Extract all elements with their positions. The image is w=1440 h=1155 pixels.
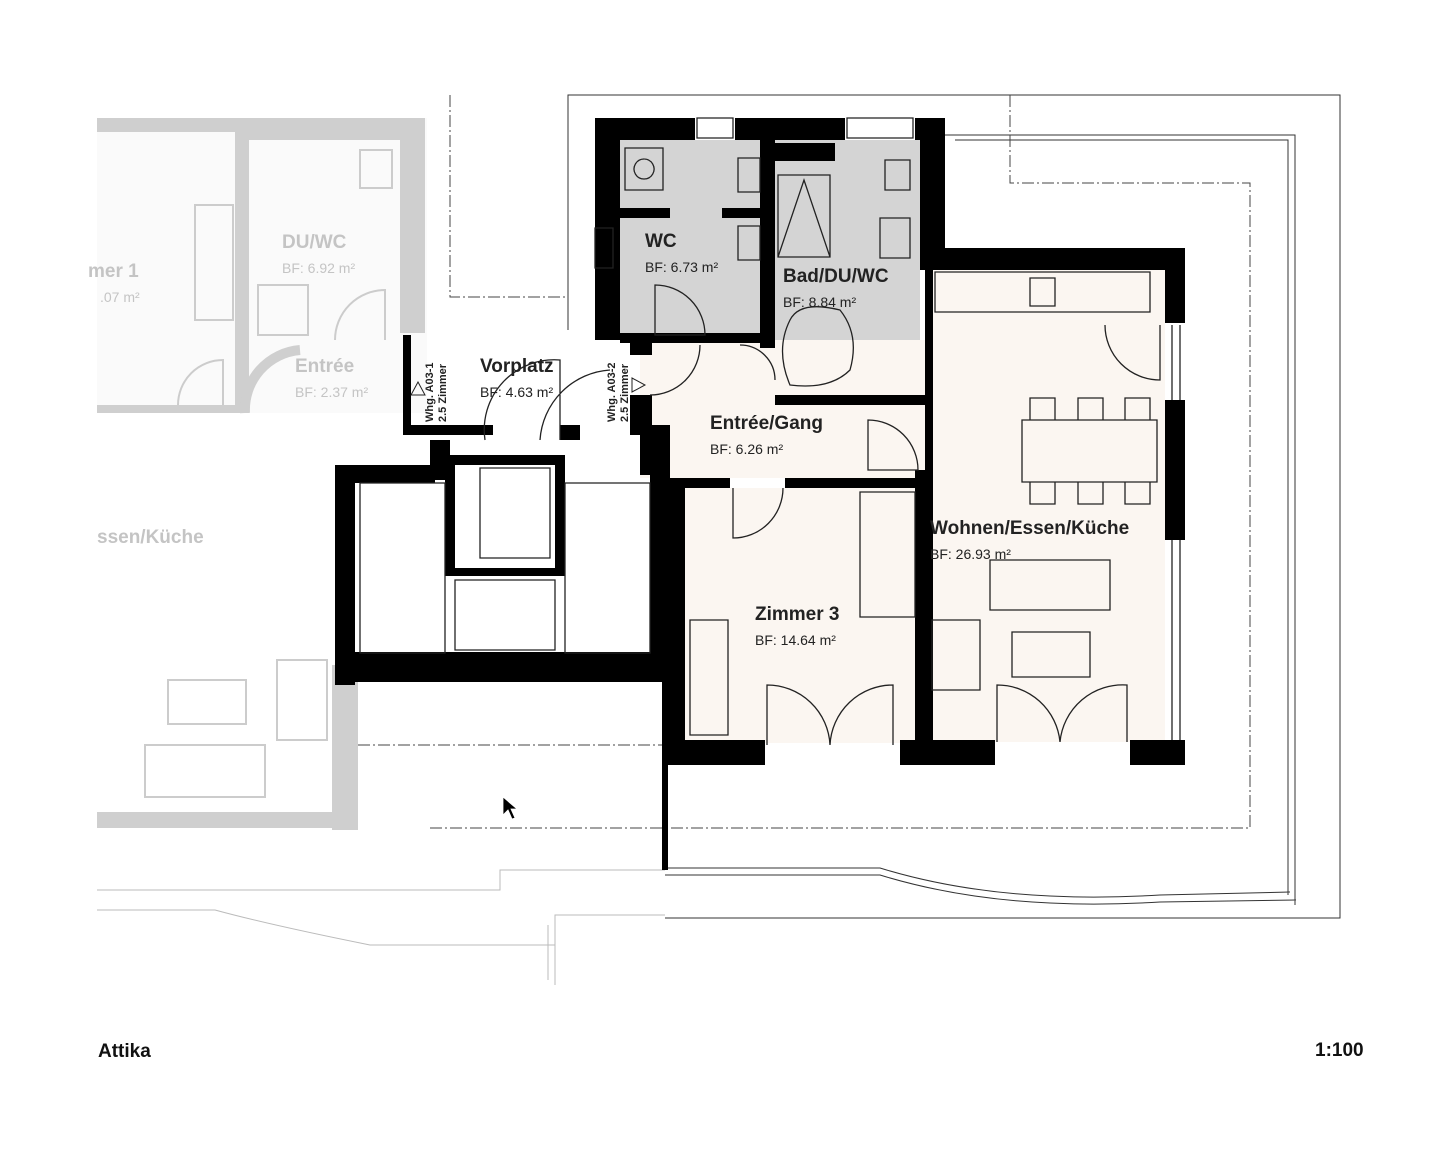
room-name: Bad/DU/WC (783, 266, 889, 287)
room-name: Vorplatz (480, 356, 554, 377)
room-name: Entrée/Gang (710, 413, 823, 434)
fixtures (359, 117, 1181, 746)
terrace-outline (567, 94, 1341, 919)
walls (335, 118, 1185, 870)
zimmer3-fill (685, 488, 920, 743)
floor-name: Attika (98, 1041, 151, 1062)
room-area: BF: 6.26 m² (710, 441, 783, 457)
living-fill (930, 270, 1165, 742)
neighbor-unit (97, 118, 427, 830)
scale-label: 1:100 (1315, 1040, 1364, 1061)
neighbor-room-name: Entrée (295, 356, 354, 377)
room-area: BF: 4.63 m² (480, 384, 553, 400)
neighbor-room-area: BF: 2.37 m² (295, 384, 368, 400)
unit-marker-size: 2.5 Zimmer (437, 363, 449, 422)
dashed-boundary (358, 95, 1251, 829)
neighbor-room-area: BF: 6.92 m² (282, 260, 355, 276)
neighbor-room-area: .07 m² (100, 289, 140, 305)
room-name: Wohnen/Essen/Küche (930, 518, 1129, 539)
room-area: BF: 8.84 m² (783, 294, 856, 310)
unit-marker-size: 2.5 Zimmer (619, 363, 631, 422)
room-name: WC (645, 231, 677, 252)
room-labels: WC BF: 6.73 m² Bad/DU/WC BF: 8.84 m² Vorplat… (88, 231, 1129, 648)
room-area: BF: 14.64 m² (755, 632, 836, 648)
unit-marker: Whg. A03-2 (606, 363, 618, 423)
entree-fill (640, 340, 925, 478)
entry-arrow-icon (410, 377, 647, 396)
mouse-cursor-icon (502, 796, 519, 820)
room-area: BF: 26.93 m² (930, 546, 1011, 562)
unit-marker: Whg. A03-1 (424, 363, 436, 423)
neighbor-terrace-outline (97, 869, 665, 985)
wc-fill (620, 140, 760, 335)
neighbor-room-name: ssen/Küche (97, 527, 204, 548)
neighbor-room-name: DU/WC (282, 232, 347, 253)
room-name: Zimmer 3 (755, 604, 839, 625)
neighbor-room-name: mer 1 (88, 261, 139, 282)
room-area: BF: 6.73 m² (645, 259, 718, 275)
